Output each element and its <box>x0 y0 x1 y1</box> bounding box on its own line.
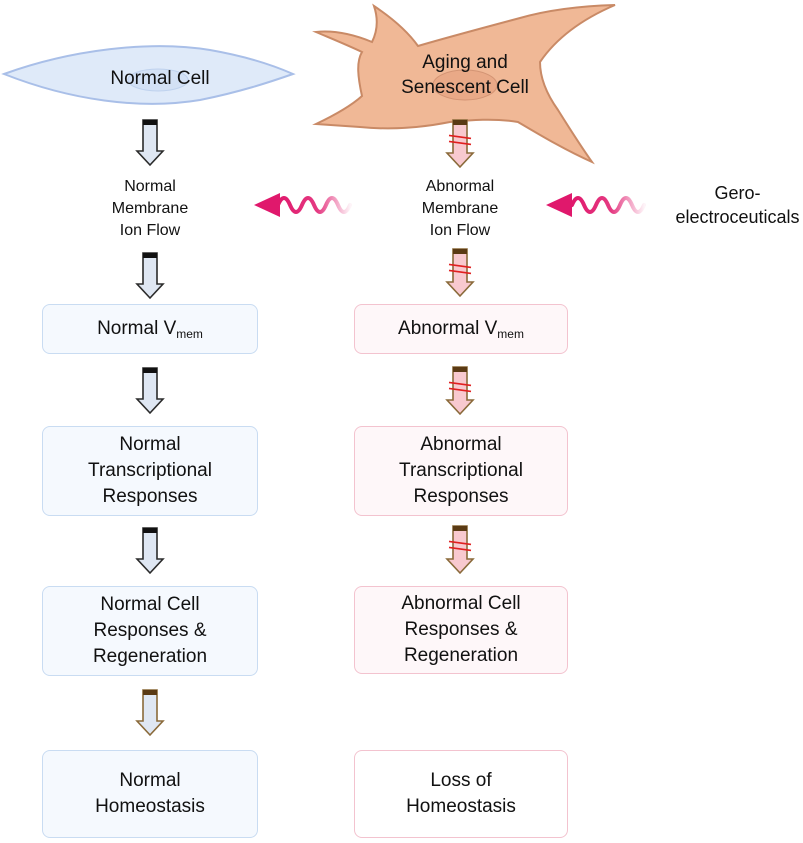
wave-left <box>254 193 352 217</box>
abnormal-vmem-box: Abnormal Vmem <box>354 304 568 354</box>
wave-right <box>546 193 646 217</box>
normal-arrow-5 <box>135 689 165 737</box>
abnormal-cell-responses-box: Abnormal Cell Responses & Regeneration <box>354 586 568 674</box>
normal-vmem-box: Normal Vmem <box>42 304 258 354</box>
abnormal-arrow-2 <box>445 248 475 298</box>
abnormal-transcription-box: Abnormal Transcriptional Responses <box>354 426 568 516</box>
normal-arrow-3 <box>135 367 165 415</box>
normal-cell-label: Normal Cell <box>110 68 210 89</box>
normal-homeostasis-box: Normal Homeostasis <box>42 750 258 838</box>
abnormal-arrow-4 <box>445 525 475 575</box>
normal-ion-flow-label: Normal Membrane Ion Flow <box>111 178 189 239</box>
normal-arrow-4 <box>135 527 165 575</box>
normal-cell-responses-box: Normal Cell Responses & Regeneration <box>42 586 258 676</box>
normal-arrow-1 <box>135 119 165 167</box>
normal-cell-nucleus <box>127 68 189 92</box>
senescent-cell-nucleus <box>432 69 498 101</box>
normal-transcription-box: Normal Transcriptional Responses <box>42 426 258 516</box>
abnormal-arrow-1 <box>445 119 475 169</box>
senescent-cell-label: Aging and Senescent Cell <box>401 52 529 98</box>
normal-arrow-2 <box>135 252 165 300</box>
abnormal-arrow-3 <box>445 366 475 416</box>
gero-electroceuticals-label: Gero- electroceuticals <box>675 183 800 227</box>
loss-of-homeostasis-box: Loss of Homeostasis <box>354 750 568 838</box>
arrows <box>135 119 475 737</box>
abnormal-ion-flow-label: Abnormal Membrane Ion Flow <box>421 178 499 239</box>
